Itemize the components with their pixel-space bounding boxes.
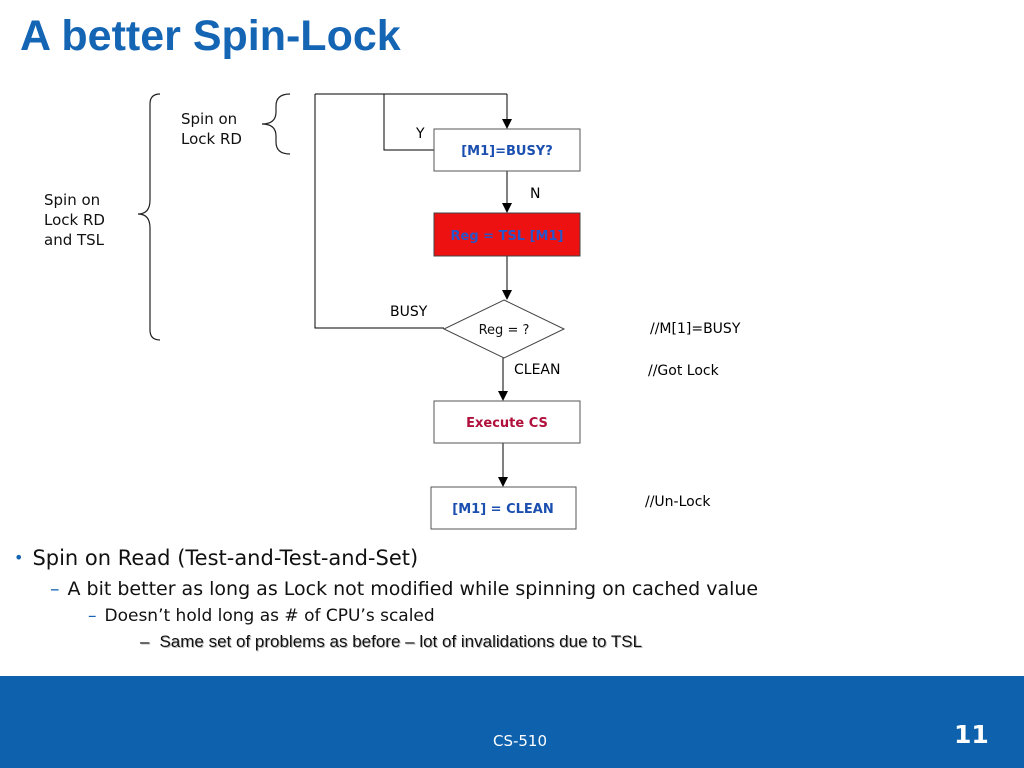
node-tsl	[433, 212, 581, 257]
bullet-level-1-text: Spin on Read (Test-and-Test-and-Set)	[32, 546, 419, 570]
slide-title: A better Spin-Lock	[20, 12, 401, 60]
dash-icon: –	[88, 606, 97, 626]
inner-brace-label-line: Spin on	[181, 110, 238, 128]
edge-label-no: N	[530, 186, 540, 202]
bullet-level-2: –A bit better as long as Lock not modifi…	[50, 578, 758, 600]
comment-got-lock: //Got Lock	[648, 363, 720, 379]
edge-label-busy: BUSY	[390, 304, 428, 320]
comment-m1-busy: //M[1]=BUSY	[650, 321, 741, 337]
node-unlock	[430, 486, 577, 530]
node-decision-label: Reg = ?	[479, 323, 530, 338]
bullet-level-4-text: Same set of problems as before – lot of …	[159, 632, 643, 651]
bullet-level-3: –Doesn’t hold long as # of CPU’s scaled	[88, 606, 435, 626]
node-check-busy	[433, 128, 581, 172]
page-number: 11	[954, 720, 989, 749]
node-tsl-label: Reg = TSL [M1]	[451, 229, 564, 244]
outer-brace-label-line: Spin on	[44, 191, 101, 209]
inner-brace	[261, 93, 291, 155]
outer-brace-label-line: Lock RD	[44, 211, 105, 229]
edge-label-clean: CLEAN	[514, 362, 560, 378]
flowchart-diagram: [M1]=BUSY? Reg = TSL [M1] Reg = ? Execut…	[137, 93, 741, 530]
inner-brace-label: Spin on Lock RD	[181, 109, 242, 149]
node-check-busy-label: [M1]=BUSY?	[461, 144, 553, 159]
outer-brace-label-line: and TSL	[44, 231, 105, 249]
node-unlock-label: [M1] = CLEAN	[452, 502, 553, 517]
bullet-level-3-text: Doesn’t hold long as # of CPU’s scaled	[104, 606, 435, 626]
edge-busy-loop	[314, 94, 444, 329]
node-execute-label: Execute CS	[466, 416, 548, 431]
dash-icon: –	[140, 632, 150, 651]
inner-brace-label-line: Lock RD	[181, 130, 242, 148]
node-execute	[433, 400, 581, 444]
comment-un-lock: //Un-Lock	[645, 494, 711, 510]
edge-yes-loop	[383, 94, 434, 151]
bullet-dot-icon: •	[14, 548, 24, 567]
bullet-level-1: • Spin on Read (Test-and-Test-and-Set)	[14, 546, 418, 570]
node-decision	[442, 299, 566, 359]
footer-bar	[0, 676, 1024, 768]
bullet-level-4: –Same set of problems as before – lot of…	[140, 632, 642, 652]
edge-label-yes: Y	[415, 126, 425, 142]
course-label: CS-510	[492, 732, 548, 750]
outer-brace-label: Spin on Lock RD and TSL	[44, 190, 105, 250]
bullet-level-2-text: A bit better as long as Lock not modifie…	[67, 578, 759, 600]
outer-brace	[137, 93, 161, 341]
dash-icon: –	[50, 578, 60, 600]
